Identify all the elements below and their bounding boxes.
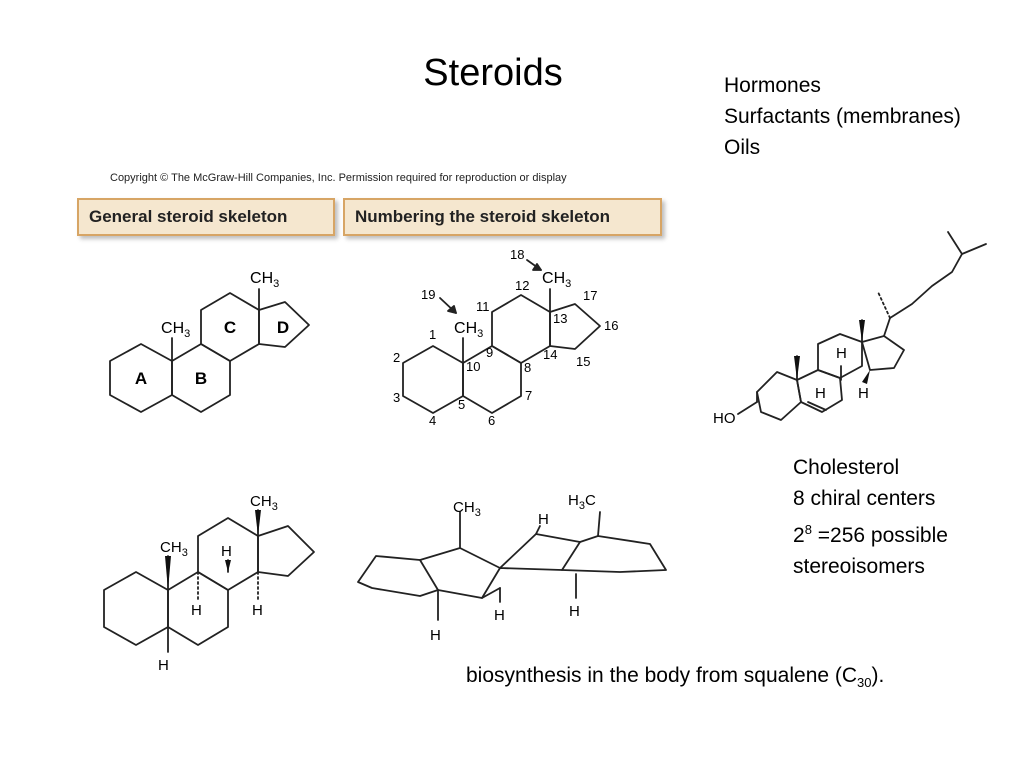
ring-label-b: B: [195, 369, 207, 388]
copyright-notice: Copyright © The McGraw-Hill Companies, I…: [110, 172, 567, 184]
squalene-subscript: 30: [857, 675, 872, 691]
cholesterol-ho: HO: [713, 410, 736, 427]
stereo-h-14: H: [252, 602, 263, 619]
chair-h-5: H: [430, 627, 441, 644]
chair-h-8: H: [538, 511, 549, 528]
general-skeleton-header: General steroid skeleton: [77, 198, 335, 236]
numbering-skeleton-header: Numbering the steroid skeleton: [343, 198, 662, 236]
num-19: 19: [421, 287, 435, 302]
numbered-ch3-19: CH3: [454, 320, 483, 340]
num-17: 17: [583, 288, 597, 303]
num-4: 4: [429, 413, 436, 428]
stereo-h-9: H: [191, 602, 202, 619]
num-16: 16: [604, 318, 618, 333]
stereo-base: 2: [793, 524, 805, 547]
num-14: 14: [543, 347, 557, 362]
stereo-skeleton-structure: [103, 509, 315, 653]
general-ch3-18: CH3: [250, 270, 279, 290]
biosynthesis-tail: ).: [871, 664, 885, 687]
num-13: 13: [553, 311, 567, 326]
stereo-ch3-18: CH3: [250, 493, 278, 513]
use-oils: Oils: [724, 136, 761, 159]
general-ch3-19: CH3: [161, 320, 190, 340]
cholesterol-stereoisomer-count: 28 =256 possible: [793, 514, 948, 551]
cholesterol-h-9: H: [815, 385, 826, 402]
cholesterol-info: Cholesterol 8 chiral centers 28 =256 pos…: [793, 452, 948, 582]
num-10: 10: [466, 359, 480, 374]
ring-label-c: C: [224, 318, 236, 337]
cholesterol-name: Cholesterol: [793, 456, 900, 479]
num-1: 1: [429, 327, 436, 342]
cholesterol-h-8: H: [836, 345, 847, 362]
num-6: 6: [488, 413, 495, 428]
biosynthesis-text: biosynthesis in the body from squalene (…: [466, 664, 858, 687]
num-3: 3: [393, 390, 400, 405]
ring-label-d: D: [277, 318, 289, 337]
chair-conformation-structure: [357, 511, 667, 621]
num-9: 9: [486, 345, 493, 360]
chair-h-9: H: [494, 607, 505, 624]
stereo-exponent: 8: [804, 522, 812, 537]
use-surfactants: Surfactants (membranes): [724, 105, 961, 128]
cholesterol-stereoisomers-word: stereoisomers: [793, 555, 925, 578]
slide-title: Steroids: [423, 52, 563, 94]
num-11: 11: [476, 299, 490, 314]
cholesterol-chiral-centers: 8 chiral centers: [793, 487, 936, 510]
num-18: 18: [510, 247, 524, 262]
chair-ch3: CH3: [453, 499, 481, 519]
num-8: 8: [524, 360, 531, 375]
stereo-ch3-19: CH3: [160, 539, 188, 559]
use-hormones: Hormones: [724, 74, 821, 97]
ring-label-a: A: [135, 369, 147, 388]
biosynthesis-note: biosynthesis in the body from squalene (…: [466, 664, 884, 690]
steroid-uses-list: Hormones Surfactants (membranes) Oils: [724, 70, 961, 163]
cholesterol-h-14: H: [858, 385, 869, 402]
cholesterol-structure: [737, 231, 987, 421]
numbered-ch3-18: CH3: [542, 270, 571, 290]
stereo-rest: =256 possible: [811, 524, 948, 547]
chair-h-14: H: [569, 603, 580, 620]
num-5: 5: [458, 397, 465, 412]
numbered-skeleton-structure: [402, 259, 601, 414]
stereo-h-5: H: [158, 657, 169, 674]
general-skeleton-structure: [109, 288, 310, 413]
stereo-h-8: H: [221, 543, 232, 560]
num-15: 15: [576, 354, 590, 369]
num-12: 12: [515, 278, 529, 293]
num-2: 2: [393, 350, 400, 365]
num-7: 7: [525, 388, 532, 403]
chair-h3c: H3C: [568, 492, 596, 512]
